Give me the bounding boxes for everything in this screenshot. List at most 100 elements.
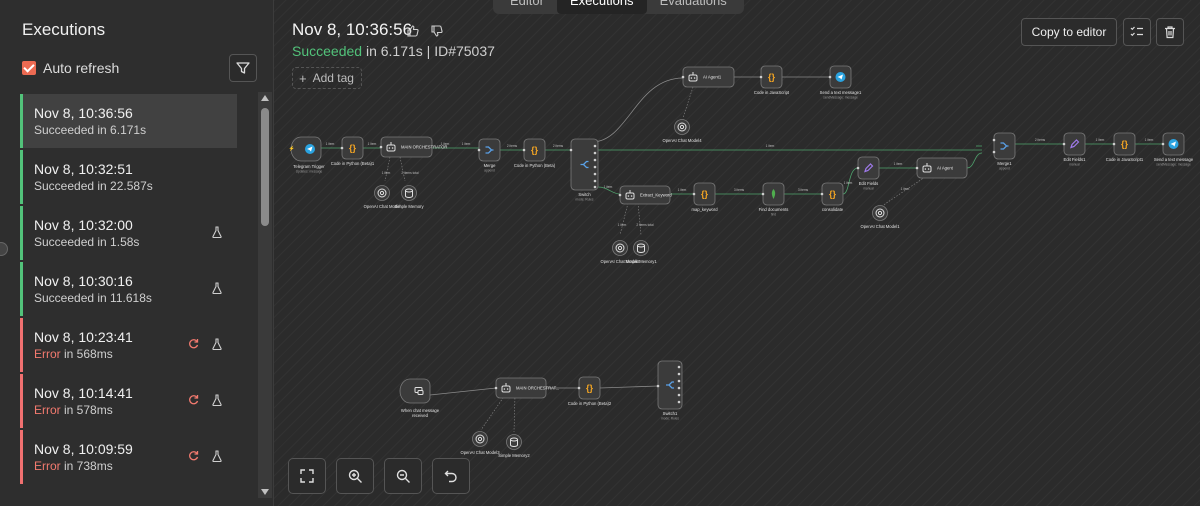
node-handle[interactable] [692,192,696,196]
sub-node[interactable] [506,434,522,450]
tab-executions[interactable]: Executions [556,0,647,14]
code-icon: {} [531,145,539,155]
flask-icon[interactable] [211,337,223,355]
node-handle[interactable] [761,192,765,196]
node-handle[interactable] [828,75,832,79]
execution-duration: in 1.58s [94,235,140,249]
scrollbar-thumb[interactable] [261,108,269,226]
sub-node[interactable] [872,205,888,221]
node-handle[interactable] [340,146,344,150]
flask-icon[interactable] [211,449,223,467]
node-handle[interactable] [656,384,660,388]
node-handle[interactable] [677,400,681,404]
workflow-node[interactable]: MAIN ORCHESTRAT... [495,377,559,399]
node-handle[interactable] [856,166,860,170]
flask-icon[interactable] [211,225,223,243]
scroll-down-arrow[interactable] [261,489,269,495]
node-handle[interactable] [1161,142,1165,146]
annotations-button[interactable] [1123,18,1151,46]
filter-button[interactable] [229,54,257,82]
node-handle[interactable] [593,185,597,189]
node-handle[interactable] [569,148,573,152]
retry-icon[interactable] [187,337,199,355]
thumbs-up-icon[interactable] [407,25,419,37]
node-handle[interactable] [522,148,526,152]
workflow-node[interactable]: Extract_Keyword [619,185,672,205]
workflow-node[interactable] [857,156,880,180]
auto-refresh-checkbox[interactable] [22,61,36,75]
node-handle[interactable] [477,148,481,152]
auto-refresh-toggle[interactable]: Auto refresh [22,59,119,77]
workflow-node[interactable] [570,138,599,191]
sub-node[interactable] [374,185,390,201]
zoom-in-button[interactable] [336,458,374,494]
code-icon: {} [1121,139,1129,149]
trash-icon [1165,26,1175,39]
node-handle[interactable] [1062,142,1066,146]
node-handle[interactable] [593,172,597,176]
node-handle[interactable] [593,144,597,148]
sub-node[interactable] [633,240,649,256]
node-handle[interactable] [820,192,824,196]
workflow-node[interactable]: MAIN ORCHESTRATOR [380,136,447,158]
fit-view-button[interactable] [288,458,326,494]
tab-evaluations[interactable]: Evaluations [659,0,727,8]
node-handle[interactable] [593,165,597,169]
workflow-node[interactable] [1063,132,1086,156]
tab-editor[interactable]: Editor [510,0,544,8]
retry-icon[interactable] [187,449,199,467]
sub-node[interactable] [472,431,488,447]
node-handle[interactable] [618,193,622,197]
workflow-node[interactable] [478,138,501,162]
node-handle[interactable] [677,386,681,390]
node-handle[interactable] [992,150,996,154]
node-handle[interactable] [677,393,681,397]
switch-icon [666,381,674,389]
node-label: map_keyword [691,207,718,212]
execution-duration: in 578ms [60,403,113,417]
node-handle[interactable] [593,151,597,155]
sub-node[interactable] [401,185,417,201]
node-handle[interactable] [577,386,581,390]
flask-icon[interactable] [211,281,223,299]
reset-zoom-button[interactable] [432,458,470,494]
workflow-canvas[interactable] [274,0,1200,506]
node-handle[interactable] [759,75,763,79]
zoom-out-button[interactable] [384,458,422,494]
retry-icon[interactable] [187,393,199,411]
workflow-node[interactable]: AI Agent1 [682,66,735,88]
mongo-icon [771,189,776,199]
node-handle[interactable] [992,138,996,142]
sub-node[interactable] [674,119,690,135]
sub-node[interactable] [612,240,628,256]
flask-icon[interactable] [211,393,223,411]
node-handle[interactable] [677,379,681,383]
node-handle[interactable] [915,166,919,170]
execution-date: Nov 8, 10:23:41 [34,329,133,345]
copy-to-editor-button[interactable]: Copy to editor [1021,18,1117,46]
scroll-up-arrow[interactable] [261,95,269,101]
node-label: When chat message [401,408,440,413]
node-handle[interactable] [681,75,685,79]
node-handle[interactable] [593,158,597,162]
execution-status-text: Succeeded in 11.618s [34,291,152,305]
node-handle[interactable] [593,179,597,183]
node-handle[interactable] [677,372,681,376]
thumbs-down-icon[interactable] [431,25,444,37]
add-tag-button[interactable]: + Add tag [292,67,362,89]
workflow-node[interactable] [993,132,1016,160]
node-handle[interactable] [494,386,498,390]
node-handle[interactable] [1112,142,1116,146]
node-handle[interactable] [379,145,383,149]
workflow-node[interactable]: AI Agent [916,157,968,179]
node-handle[interactable] [677,365,681,369]
execution-list-scrollbar[interactable] [258,92,272,498]
delete-execution-button[interactable] [1156,18,1184,46]
